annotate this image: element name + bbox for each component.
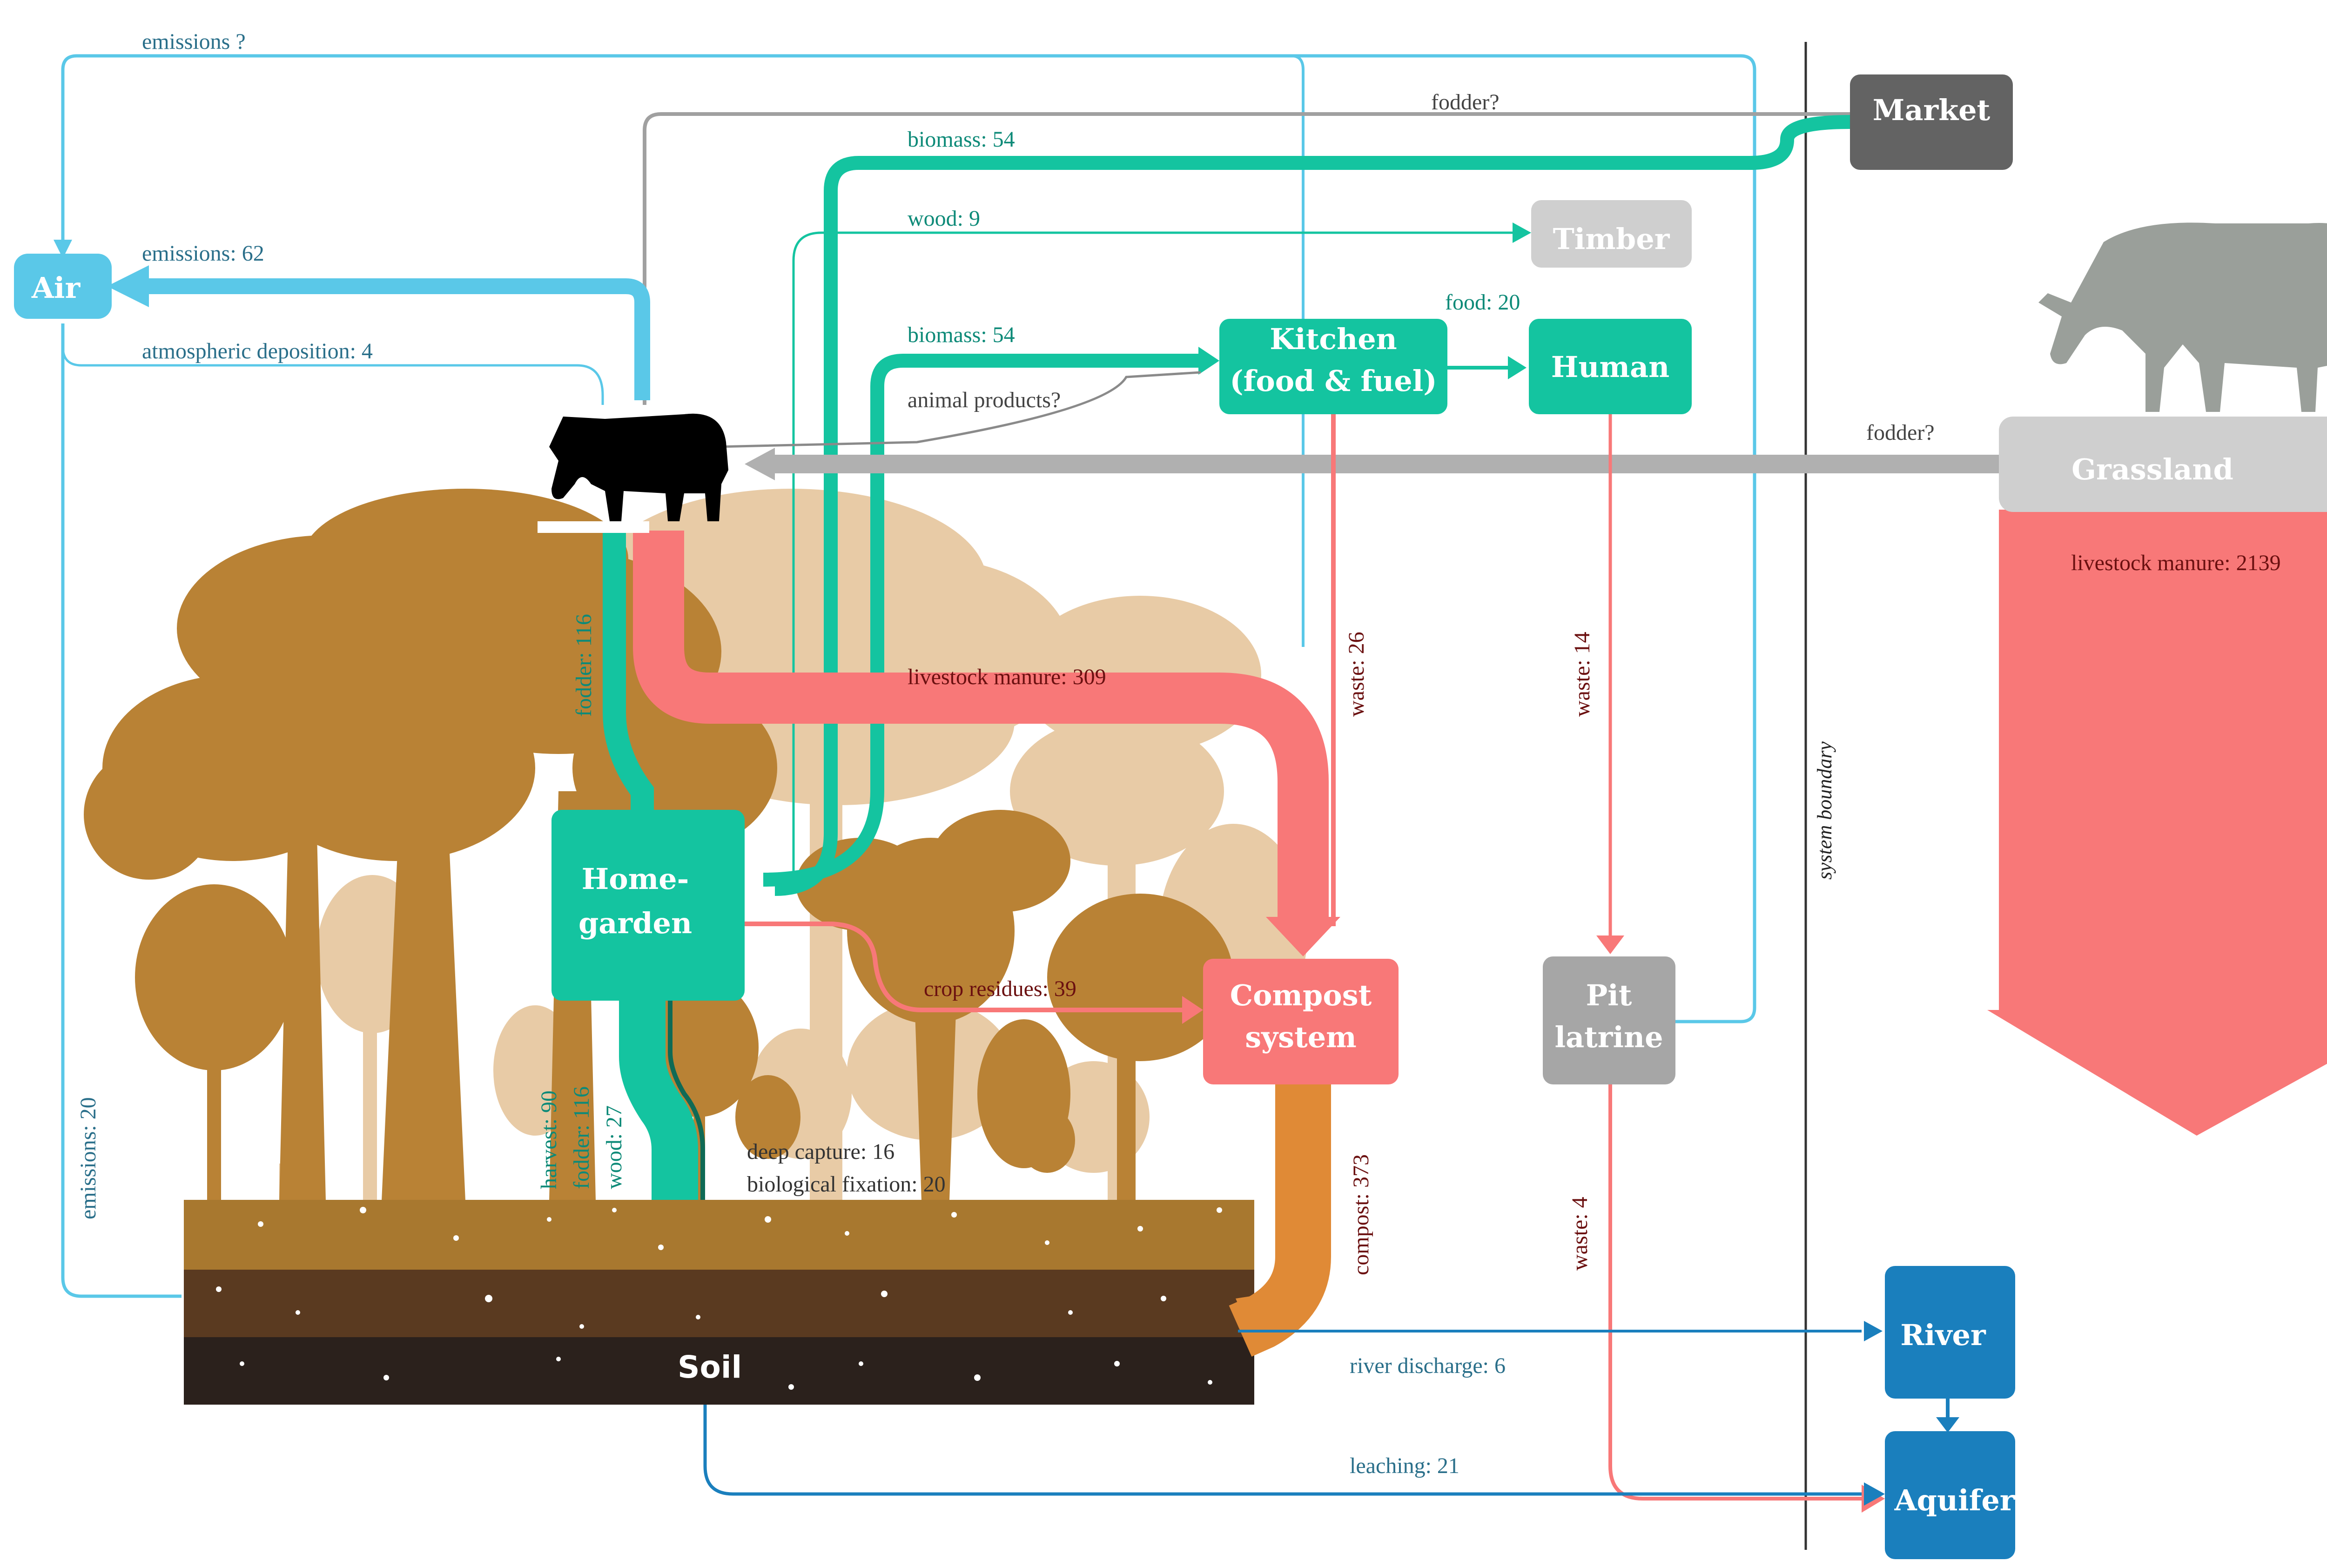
label-waste-14: waste: 14 [1570,632,1594,717]
flow-livestock-manure-309 [633,531,1329,922]
subsoil-layer [184,1270,1254,1337]
cow-silhouette-icon [538,413,728,533]
label-biological-fixation: biological fixation: 20 [747,1172,946,1197]
arrowhead-waste-14 [1596,935,1624,954]
flow-emissions-62 [144,278,650,400]
node-homegarden-label-2: garden [578,906,692,940]
node-grassland-label: Grassland [2071,452,2233,486]
label-atmospheric-deposition: atmospheric deposition: 4 [142,339,373,363]
label-deep-capture: deep capture: 16 [747,1139,894,1164]
grassland-cow-silhouette-icon [2038,222,2327,412]
arrowhead-leaching [1864,1482,1885,1506]
label-fodder-grassland: fodder? [1866,420,1935,445]
flow-fodder-market [643,112,1850,405]
node-kitchen-label-2: (food & fuel) [1230,364,1437,398]
flow-harvest-fodder-wood [619,996,698,1200]
label-waste-4: waste: 4 [1567,1197,1592,1271]
node-homegarden[interactable]: Home- garden [551,810,745,1001]
node-timber-label: Timber [1553,222,1670,256]
soil-speckles [216,1207,1222,1390]
label-fodder-116-top: fodder: 116 [572,614,596,717]
node-soil-label: Soil [678,1349,742,1385]
flow-crop-residues [745,922,1182,1012]
node-compost-system[interactable]: Compost system [1203,959,1399,1084]
flow-emissions-unknown-branch [1291,54,1305,647]
label-biomass-kitchen: biomass: 54 [908,323,1015,347]
arrowhead-fodder-grassland [745,448,775,480]
node-timber[interactable]: Timber [1531,200,1692,268]
node-pit-latrine[interactable]: Pit latrine [1543,956,1675,1084]
node-compost-label-2: system [1245,1020,1357,1054]
nodes: Air Market Timber Kitchen (food & fuel) … [14,74,2327,1559]
soil-block [184,1200,1254,1405]
node-market[interactable]: Market [1850,74,2013,170]
label-fodder-market: fodder? [1431,90,1500,114]
arrowhead-livestock-manure-309 [1266,917,1340,956]
label-harvest-90: harvest: 90 [537,1090,561,1189]
label-livestock-manure-309: livestock manure: 309 [908,665,1106,689]
flow-compost-373 [1229,1084,1331,1357]
flow-biomass-kitchen [763,354,1201,887]
arrowhead-wood-timber [1513,222,1531,243]
node-compost-label-1: Compost [1230,978,1372,1012]
arrowhead-river-discharge [1864,1321,1883,1341]
flow-leaching [703,1405,1862,1496]
node-river[interactable]: River [1885,1266,2015,1399]
label-compost-373: compost: 373 [1349,1154,1373,1275]
arrowhead-crop-residues [1182,996,1203,1024]
label-wood-27: wood: 27 [602,1105,626,1189]
flow-atmospheric-deposition [61,323,604,405]
label-food-20: food: 20 [1445,290,1520,315]
label-fodder-116-bottom: fodder: 116 [569,1086,594,1189]
node-aquifer[interactable]: Aquifer [1885,1431,2016,1559]
label-crop-residues: crop residues: 39 [924,976,1076,1001]
flow-livestock-manure-2139 [1987,510,2327,1136]
flow-waste-4 [1608,1084,1862,1501]
label-livestock-manure-2139: livestock manure: 2139 [2071,551,2281,575]
flow-emissions-20 [61,323,182,1298]
node-human-label: Human [1551,350,1670,384]
label-wood-timber: wood: 9 [908,206,980,231]
node-kitchen[interactable]: Kitchen (food & fuel) [1219,319,1447,414]
bedrock-layer [184,1337,1254,1405]
node-homegarden-label-1: Home- [582,862,689,896]
node-air[interactable]: Air [14,254,112,319]
label-waste-26: waste: 26 [1344,632,1369,717]
arrowhead-river-aquifer [1936,1417,1959,1433]
node-aquifer-label: Aquifer [1894,1483,2016,1517]
node-pit-label-1: Pit [1586,978,1632,1012]
arrowhead-compost-373 [1236,1294,1266,1336]
arrowhead-food-20 [1508,356,1527,379]
label-biomass-market: biomass: 54 [908,127,1015,152]
flows [54,54,2327,1513]
system-boundary-label: system boundary [1813,741,1836,880]
flow-fodder-116-top [603,531,654,819]
node-human[interactable]: Human [1529,319,1692,414]
node-pit-label-2: latrine [1554,1020,1663,1054]
node-kitchen-label-1: Kitchen [1270,322,1397,356]
arrowhead-emissions-62 [107,265,149,307]
flow-animal-products [716,371,1201,448]
flow-labels: emissions ? fodder? biomass: 54 wood: 9 … [76,29,2281,1478]
node-air-label: Air [31,271,81,305]
label-leaching: leaching: 21 [1350,1454,1459,1478]
flow-wood-timber [792,231,1513,889]
label-animal-products: animal products? [908,388,1061,412]
label-emissions-unknown: emissions ? [142,29,246,54]
node-soil[interactable]: Soil [678,1349,742,1385]
flow-harvest-edge [668,996,705,1200]
node-river-label: River [1900,1318,1986,1352]
label-river-discharge: river discharge: 6 [1350,1353,1506,1378]
node-market-label: Market [1873,93,1991,127]
flow-emissions-unknown [54,54,1756,1023]
label-emissions-20: emissions: 20 [76,1097,101,1219]
node-grassland[interactable]: Grassland [1999,417,2327,512]
label-emissions-62: emissions: 62 [142,241,264,266]
arrowhead-biomass-kitchen [1198,347,1219,375]
topsoil-layer [184,1200,1254,1270]
